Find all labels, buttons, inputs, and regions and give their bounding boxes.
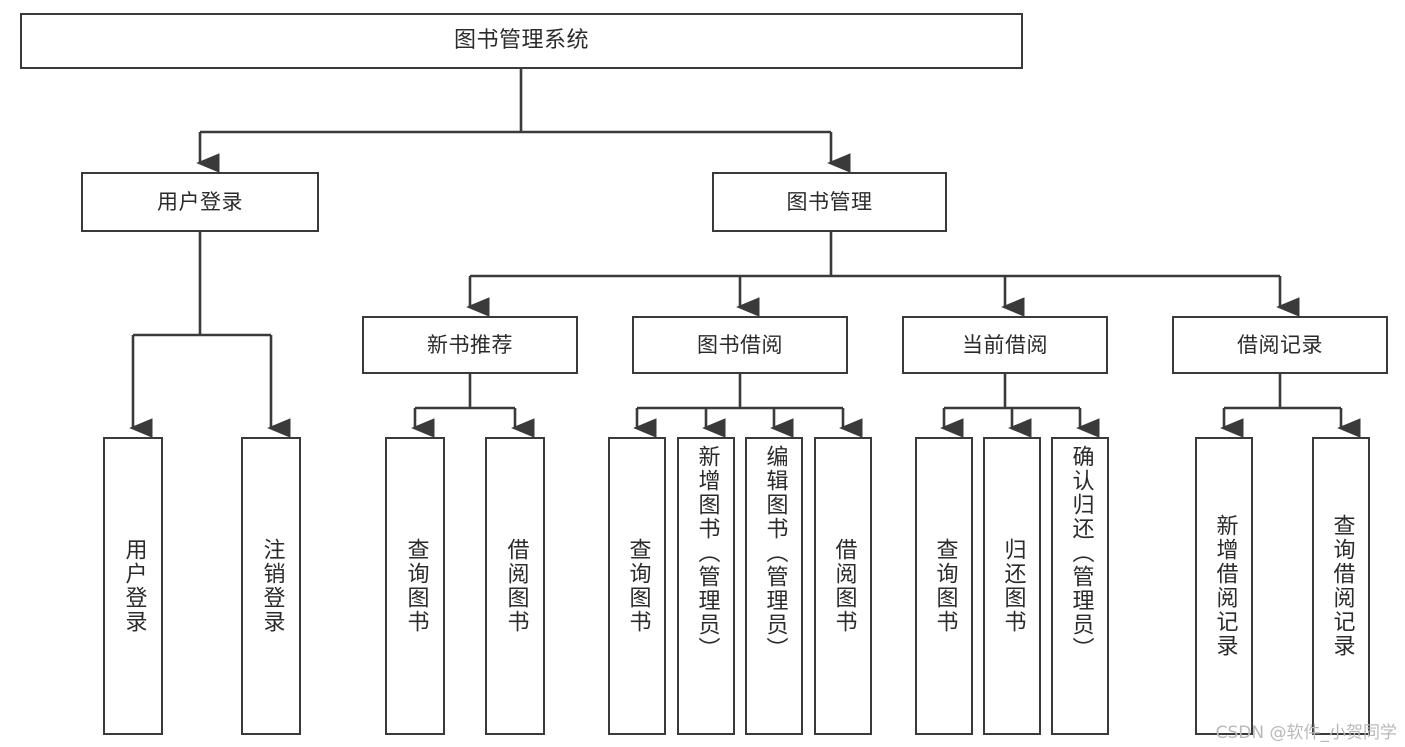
- node-label: 用户登录: [121, 538, 147, 634]
- node-label: 借阅图书: [503, 538, 529, 634]
- node-label: 借阅图书: [831, 538, 857, 634]
- node-label: 编辑图书（管理员）: [762, 445, 788, 661]
- leaf-add-book-admin[interactable]: 新增图书（管理员）: [677, 437, 735, 735]
- node-label: 图书管理系统: [453, 28, 589, 54]
- leaf-edit-book-admin[interactable]: 编辑图书（管理员）: [745, 437, 803, 735]
- node-label: 查询图书: [625, 538, 651, 634]
- node-label: 新增图书（管理员）: [694, 445, 720, 661]
- node-label: 查询图书: [403, 538, 429, 634]
- node-label: 图书管理: [786, 189, 873, 214]
- node-label: 查询图书: [932, 538, 958, 634]
- node-label: 归还图书: [1000, 538, 1026, 634]
- node-user-login[interactable]: 用户登录: [81, 172, 319, 232]
- leaf-query-borrow-record[interactable]: 查询借阅记录: [1312, 437, 1370, 735]
- node-current-borrow[interactable]: 当前借阅: [902, 316, 1108, 374]
- node-label: 用户登录: [157, 189, 243, 214]
- node-label: 查询借阅记录: [1329, 514, 1355, 658]
- leaf-logout-login[interactable]: 注销登录: [241, 437, 301, 735]
- leaf-add-borrow-record[interactable]: 新增借阅记录: [1195, 437, 1253, 735]
- node-label: 新书推荐: [427, 332, 513, 357]
- node-new-book-recommend[interactable]: 新书推荐: [362, 316, 578, 374]
- leaf-confirm-return-admin[interactable]: 确认归还（管理员）: [1051, 437, 1109, 735]
- leaf-user-login[interactable]: 用户登录: [103, 437, 163, 735]
- leaf-return-book[interactable]: 归还图书: [983, 437, 1041, 735]
- leaf-query-book-1[interactable]: 查询图书: [385, 437, 445, 735]
- node-label: 确认归还（管理员）: [1068, 445, 1094, 661]
- leaf-query-book-2[interactable]: 查询图书: [608, 437, 666, 735]
- node-label: 新增借阅记录: [1212, 514, 1238, 658]
- leaf-query-book-3[interactable]: 查询图书: [915, 437, 973, 735]
- leaf-borrow-book-1[interactable]: 借阅图书: [485, 437, 545, 735]
- node-label: 图书借阅: [697, 332, 783, 357]
- leaf-borrow-book-2[interactable]: 借阅图书: [814, 437, 872, 735]
- watermark-text: CSDN @软件_小贺同学: [1215, 723, 1397, 743]
- node-book-borrow[interactable]: 图书借阅: [632, 316, 848, 374]
- node-book-manage[interactable]: 图书管理: [712, 172, 947, 232]
- node-label: 注销登录: [259, 538, 285, 634]
- node-label: 借阅记录: [1237, 332, 1323, 357]
- node-borrow-record[interactable]: 借阅记录: [1172, 316, 1388, 374]
- node-root-system[interactable]: 图书管理系统: [20, 13, 1023, 69]
- node-label: 当前借阅: [962, 332, 1048, 357]
